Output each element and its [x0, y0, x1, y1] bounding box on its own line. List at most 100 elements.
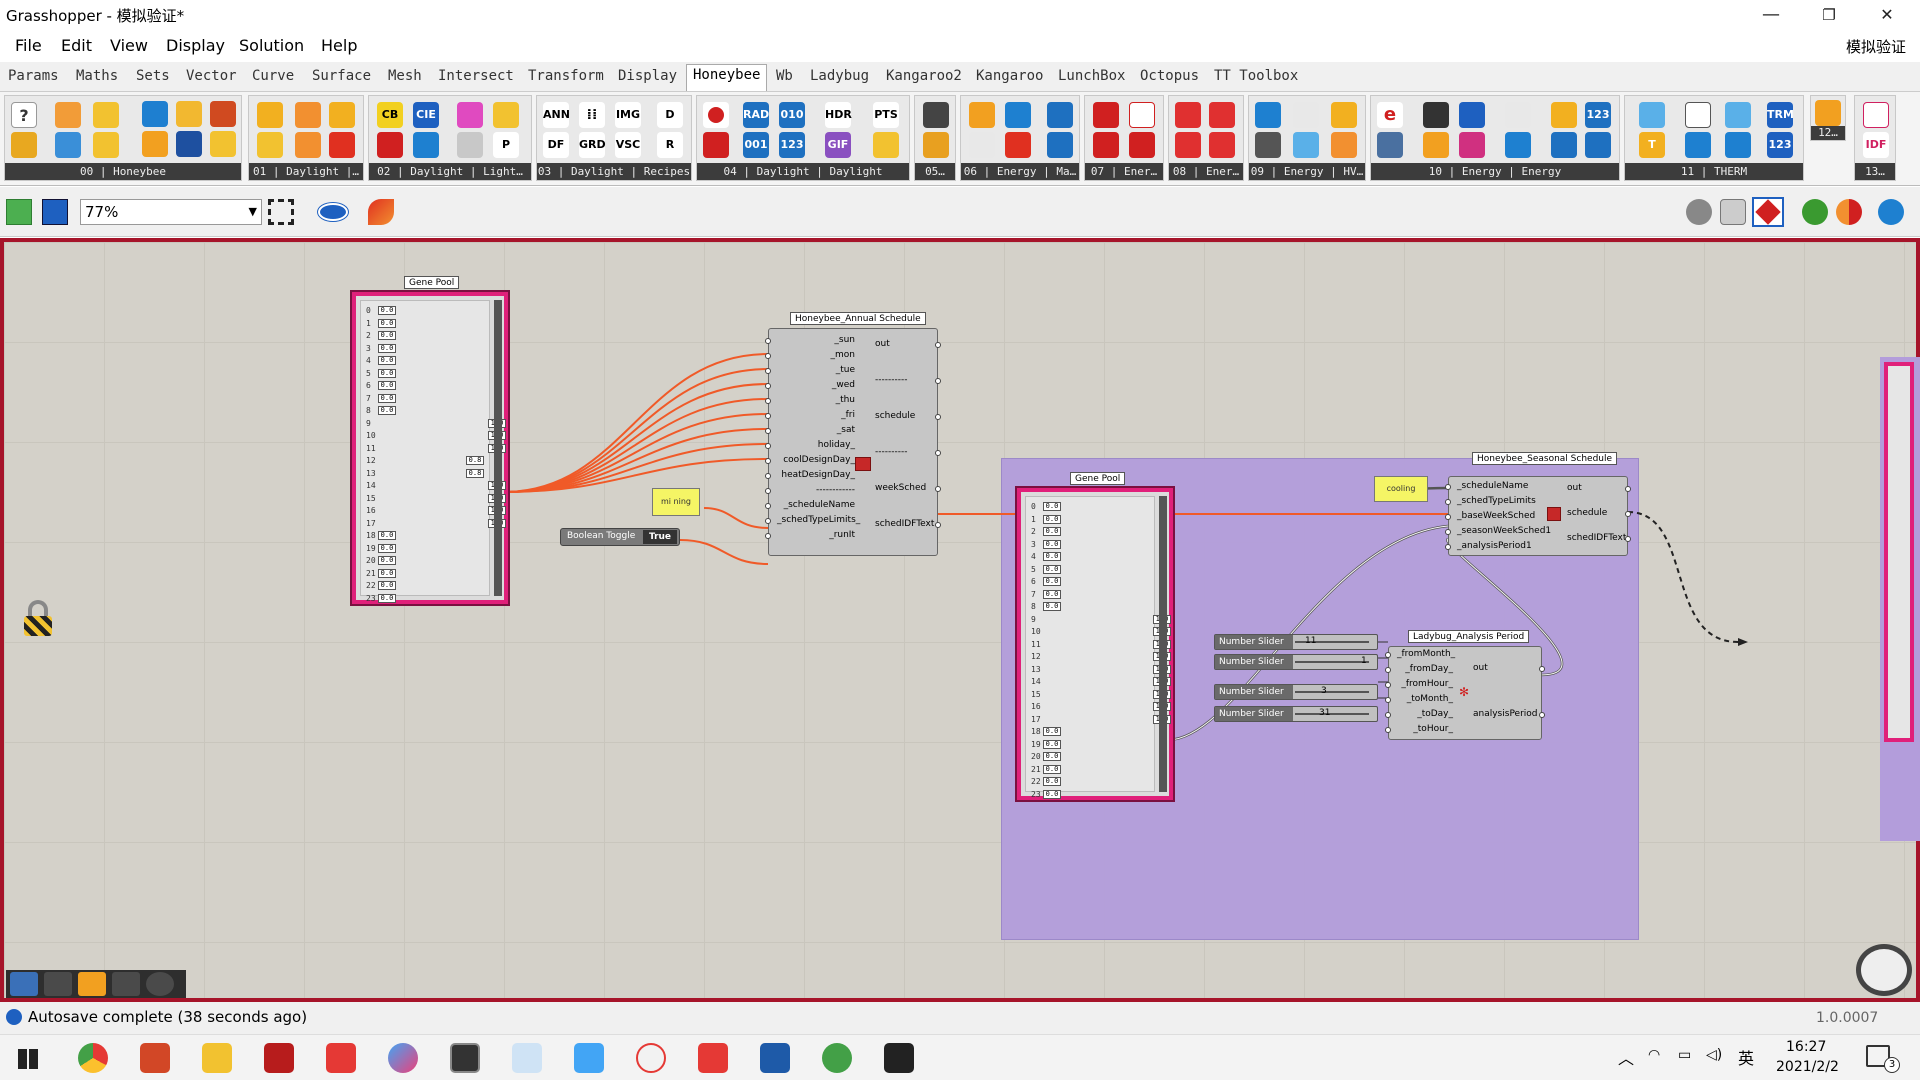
app-icon[interactable]	[636, 1043, 666, 1073]
list-icon[interactable]	[923, 102, 949, 128]
gene-value[interactable]: 0.0	[378, 556, 396, 565]
param-grip[interactable]	[1385, 667, 1391, 673]
tab-curve[interactable]: Curve	[252, 68, 295, 84]
gene-value[interactable]: 0.0	[378, 331, 396, 340]
param-grip[interactable]	[765, 353, 771, 359]
gene-value[interactable]: 0.0	[378, 531, 396, 540]
sketch-icon[interactable]	[368, 199, 394, 225]
param-grip[interactable]	[765, 338, 771, 344]
wechat-icon[interactable]	[822, 1043, 852, 1073]
question-icon[interactable]	[1551, 132, 1577, 158]
export-icon[interactable]	[1585, 132, 1611, 158]
panel-cooling[interactable]: cooling	[1374, 476, 1428, 502]
powerpoint-icon[interactable]	[140, 1043, 170, 1073]
param-grip[interactable]	[765, 413, 771, 419]
color-wheel-icon[interactable]	[457, 102, 483, 128]
gene-pool-2[interactable]: 00.010.020.030.040.050.060.070.080.091.0…	[1015, 486, 1175, 802]
123-icon[interactable]: 123	[779, 132, 805, 158]
menu-file[interactable]: File	[15, 36, 42, 55]
gene-value[interactable]: 0.0	[1043, 764, 1061, 774]
tab-ladybug[interactable]: Ladybug	[810, 68, 870, 84]
tab-transform[interactable]: Transform	[528, 68, 604, 84]
volume-icon[interactable]: ◁)	[1706, 1047, 1723, 1063]
hexagon-icon[interactable]	[1459, 132, 1485, 158]
gene-value[interactable]: 0.0	[378, 318, 396, 328]
grid-red-icon[interactable]	[703, 132, 729, 158]
cie-icon[interactable]: CIE	[413, 102, 439, 128]
windows-start-icon[interactable]	[18, 1049, 38, 1069]
file-explorer-icon[interactable]	[202, 1043, 232, 1073]
pts-icon[interactable]: PTS	[873, 102, 899, 128]
plugin-icon[interactable]	[1815, 100, 1841, 126]
minimize-button[interactable]: —	[1762, 4, 1780, 25]
param-grip[interactable]	[765, 518, 771, 524]
arrow-icon[interactable]	[295, 132, 321, 158]
cb-icon[interactable]: CB	[377, 102, 403, 128]
tab-mesh[interactable]: Mesh	[388, 68, 422, 84]
youdao-icon[interactable]	[698, 1043, 728, 1073]
menu-display[interactable]: Display	[166, 36, 225, 55]
gene-value[interactable]: 0.0	[378, 581, 396, 590]
gene-value[interactable]: 0.0	[1043, 589, 1061, 599]
p-icon[interactable]: P	[493, 132, 519, 158]
grid-icon[interactable]	[210, 101, 236, 127]
wall-icon[interactable]	[969, 132, 995, 158]
tab-sets[interactable]: Sets	[136, 68, 170, 84]
menu-solution[interactable]: Solution	[239, 36, 305, 55]
chart-icon[interactable]	[1423, 102, 1449, 128]
tab-octopus[interactable]: Octopus	[1140, 68, 1200, 84]
app-icon[interactable]	[512, 1043, 542, 1073]
app-icon[interactable]	[388, 1043, 418, 1073]
eye-icon[interactable]	[413, 132, 439, 158]
plus-icon[interactable]	[1175, 102, 1201, 128]
tab-maths[interactable]: Maths	[76, 68, 119, 84]
df-icon[interactable]: DF	[543, 132, 569, 158]
panel-mixing[interactable]: mi ning	[652, 488, 700, 516]
gene-value[interactable]: 0.0	[1043, 527, 1061, 536]
help-icon[interactable]: ?	[11, 102, 37, 128]
param-grip[interactable]	[1385, 682, 1391, 688]
open-file-icon[interactable]	[6, 199, 32, 225]
light-icon[interactable]	[457, 132, 483, 158]
param-grip[interactable]	[765, 503, 771, 509]
boolean-toggle-value[interactable]: True	[643, 530, 677, 544]
flame-icon[interactable]	[1331, 102, 1357, 128]
param-grip[interactable]	[1625, 511, 1631, 517]
hdr-icon[interactable]: HDR	[825, 102, 852, 128]
box-icon[interactable]	[176, 101, 202, 127]
play-icon[interactable]	[1505, 132, 1531, 158]
tag-icon[interactable]	[1005, 132, 1031, 158]
plus-icon[interactable]	[1209, 132, 1235, 158]
db-icon[interactable]	[873, 132, 899, 158]
hvac-icon[interactable]	[1255, 132, 1281, 158]
render-icon[interactable]	[1802, 199, 1828, 225]
001-icon[interactable]: 001	[743, 132, 769, 158]
line-icon[interactable]	[1005, 102, 1031, 128]
param-grip[interactable]	[1445, 529, 1451, 535]
honeybee-component-icon[interactable]	[93, 132, 119, 158]
ime-indicator[interactable]: 英	[1738, 1049, 1755, 1068]
gene-pool-1[interactable]: 00.010.020.030.040.050.060.070.080.091.0…	[350, 290, 510, 606]
gene-value[interactable]: 0.8	[466, 456, 484, 465]
param-grip[interactable]	[935, 486, 941, 492]
gene-value[interactable]: 0.0	[1043, 739, 1061, 749]
tab-honeybee[interactable]: Honeybee	[686, 64, 768, 91]
recipe-icon[interactable]: R	[657, 132, 683, 158]
chart-icon[interactable]	[923, 132, 949, 158]
param-grip[interactable]	[935, 522, 941, 528]
window-icon[interactable]	[1047, 132, 1073, 158]
param-grip[interactable]	[935, 450, 941, 456]
param-grip[interactable]	[1445, 484, 1451, 490]
honeybee-component-icon[interactable]	[55, 102, 81, 128]
param-grip[interactable]	[1445, 499, 1451, 505]
gene-value[interactable]: 0.0	[378, 381, 396, 390]
python-icon[interactable]	[10, 972, 38, 996]
slider-value[interactable]: 11	[1305, 636, 1317, 646]
gene-pool-scroll[interactable]	[494, 300, 502, 596]
vsc-icon[interactable]: VSC	[615, 132, 641, 158]
lock-icon[interactable]	[22, 600, 54, 636]
menu-help[interactable]: Help	[321, 36, 358, 55]
gene-value[interactable]: 0.8	[466, 468, 484, 478]
